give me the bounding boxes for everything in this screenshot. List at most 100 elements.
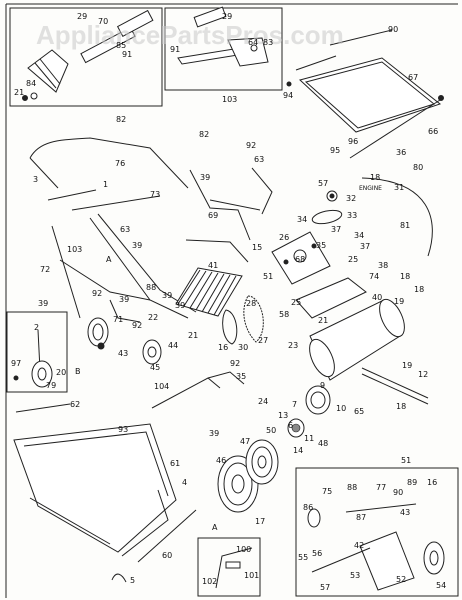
part-label-p45: 45 xyxy=(150,363,160,372)
part-label-p29b: 29 xyxy=(222,12,232,21)
part-label-p63a: 63 xyxy=(254,155,264,164)
part-label-p96: 96 xyxy=(348,137,358,146)
part-label-p90: 90 xyxy=(388,25,398,34)
part-label-p12: 12 xyxy=(418,370,428,379)
part-label-p37b: 37 xyxy=(360,242,370,251)
part-label-p21a: 21 xyxy=(14,88,24,97)
part-label-p88a: 88 xyxy=(146,283,156,292)
part-label-p102: 102 xyxy=(202,577,217,586)
frame-lines xyxy=(5,3,458,598)
bag-frame-67 xyxy=(286,29,444,159)
part-label-p77: 77 xyxy=(376,483,386,492)
rear-roller-40 xyxy=(295,277,405,381)
part-label-p31: 31 xyxy=(394,183,404,192)
part-label-p82b: 82 xyxy=(199,130,209,139)
inset-box-103 xyxy=(164,6,283,91)
part-label-p57a: 57 xyxy=(318,179,328,188)
part-label-p79: 79 xyxy=(46,381,56,390)
handle-bar-69 xyxy=(185,167,273,263)
part-label-p33: 33 xyxy=(347,211,357,220)
part-label-p42: 42 xyxy=(354,541,364,550)
part-label-p10: 10 xyxy=(336,404,346,413)
part-label-p71: 71 xyxy=(113,315,123,324)
part-label-p34a: 34 xyxy=(297,215,307,224)
part-label-p39e: 39 xyxy=(175,301,185,310)
part-label-p92b: 92 xyxy=(92,289,102,298)
part-label-p56: 56 xyxy=(312,549,322,558)
part-label-p61: 61 xyxy=(170,459,180,468)
part-label-p3: 3 xyxy=(33,175,38,184)
part-label-p63b: 63 xyxy=(120,225,130,234)
part-label-p54: 54 xyxy=(436,581,446,590)
part-label-p100: 100 xyxy=(236,545,251,554)
drive-gear-9 xyxy=(287,385,331,438)
part-label-p66: 66 xyxy=(428,127,438,136)
part-label-p18c: 18 xyxy=(414,285,424,294)
rod-60 xyxy=(111,509,197,583)
part-label-pA1: A xyxy=(106,255,112,264)
part-label-p7: 7 xyxy=(292,400,297,409)
inset-box-a xyxy=(197,537,261,597)
part-label-p43a: 43 xyxy=(118,349,128,358)
part-label-p25a: 25 xyxy=(348,255,358,264)
part-label-p44: 44 xyxy=(168,341,178,350)
pulley-45 xyxy=(142,339,162,365)
part-label-p30: 30 xyxy=(238,343,248,352)
part-label-p87: 87 xyxy=(356,513,366,522)
part-label-p52: 52 xyxy=(396,575,406,584)
inset-box-82 xyxy=(9,7,163,107)
part-label-p39g: 39 xyxy=(209,429,219,438)
rod-104 xyxy=(151,371,245,409)
part-label-p88b: 88 xyxy=(347,483,357,492)
part-label-p14: 14 xyxy=(293,446,303,455)
part-label-p4: 4 xyxy=(182,478,187,487)
part-label-p51a: 51 xyxy=(263,272,273,281)
part-label-p94: 94 xyxy=(283,91,293,100)
part-label-p18a: 18 xyxy=(370,173,380,182)
part-label-p22: 22 xyxy=(148,313,158,322)
part-label-p9: 9 xyxy=(320,381,325,390)
part-label-p81: 81 xyxy=(400,221,410,230)
part-label-p19a: 19 xyxy=(394,297,404,306)
part-label-p26: 26 xyxy=(279,233,289,242)
part-label-p15: 15 xyxy=(252,243,262,252)
part-label-p82: 82 xyxy=(116,115,126,124)
part-label-p24: 24 xyxy=(258,397,268,406)
part-label-p58: 58 xyxy=(279,310,289,319)
part-label-p92c: 92 xyxy=(132,321,142,330)
part-label-p35a: 35 xyxy=(316,241,326,250)
part-label-p16: 16 xyxy=(218,343,228,352)
part-label-p32: 32 xyxy=(346,194,356,203)
part-label-p37a: 37 xyxy=(331,225,341,234)
part-label-p18b: 18 xyxy=(400,272,410,281)
part-label-p23: 23 xyxy=(288,341,298,350)
part-label-p50: 50 xyxy=(266,426,276,435)
part-label-p75: 75 xyxy=(322,487,332,496)
chain-27 xyxy=(222,295,264,345)
main-wheel-46 xyxy=(217,439,279,513)
part-label-p40: 40 xyxy=(372,293,382,302)
throttle-cable xyxy=(209,177,433,257)
part-label-p97: 97 xyxy=(11,359,21,368)
part-label-p38: 38 xyxy=(378,261,388,270)
part-label-p83: 83 xyxy=(263,38,273,47)
part-label-p46: 46 xyxy=(216,456,226,465)
belt-33 xyxy=(311,190,343,225)
engine-deck-25 xyxy=(271,231,331,285)
part-label-p43b: 43 xyxy=(400,508,410,517)
part-label-p21c: 21 xyxy=(318,316,328,325)
part-label-p68: 68 xyxy=(295,255,305,264)
part-label-p13: 13 xyxy=(278,411,288,420)
part-label-p92d: 92 xyxy=(230,359,240,368)
part-label-p51b: 51 xyxy=(401,456,411,465)
part-label-p21b: 21 xyxy=(188,331,198,340)
inset-box-51 xyxy=(295,467,459,597)
part-label-p1: 1 xyxy=(103,180,108,189)
part-label-p25b: 25 xyxy=(291,298,301,307)
part-label-p53: 53 xyxy=(350,571,360,580)
part-label-p80: 80 xyxy=(413,163,423,172)
part-label-p39c: 39 xyxy=(38,299,48,308)
